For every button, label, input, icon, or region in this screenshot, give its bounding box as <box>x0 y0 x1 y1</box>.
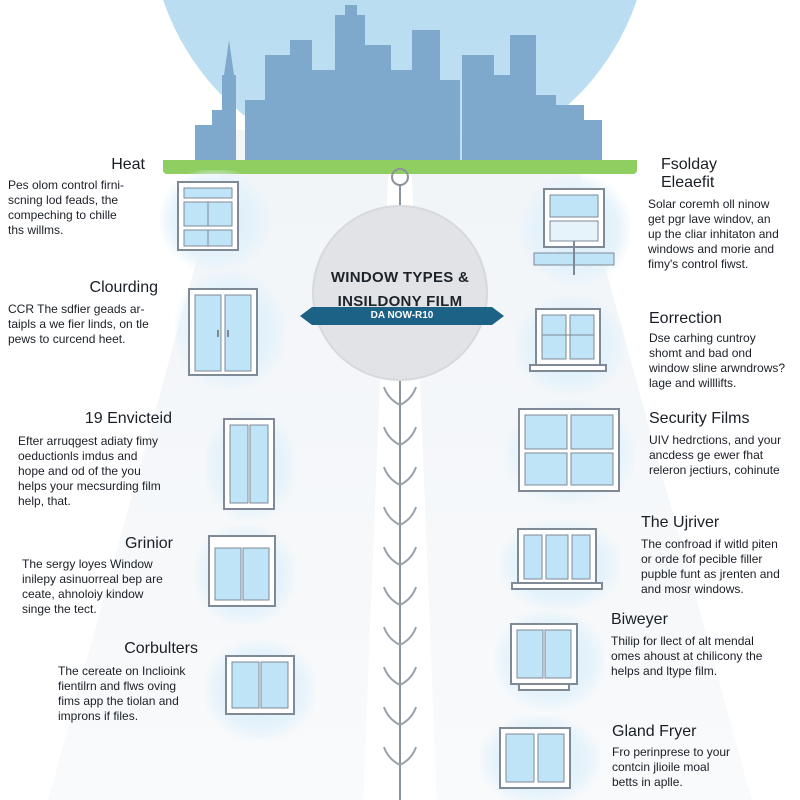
description-line: up the cliar inhitaton and <box>648 227 779 241</box>
title-badge <box>312 205 488 381</box>
window-icon <box>518 408 620 492</box>
description-line: fimy's control fiwst. <box>648 257 749 271</box>
description-line: and mosr windows. <box>641 582 744 596</box>
window-icon <box>223 418 275 510</box>
description-line: releron jectiurs, cohinute <box>649 463 780 477</box>
heading-line: Security Films <box>649 410 750 427</box>
description-line: ceate, ahnoloiy kindow <box>22 587 144 601</box>
description-line: Solar coremh oll ninow <box>648 197 770 211</box>
description-line: UIV hedrctions, and your <box>649 433 782 447</box>
description-line: fims app the tiolan and <box>58 694 179 708</box>
description-line: taipls a we fier linds, on tle <box>8 317 149 331</box>
description-line: The confroad if witld piten <box>641 537 778 551</box>
description-line: helps your mecsurding film <box>18 479 161 493</box>
description-line: Pes olom control firni- <box>8 178 125 192</box>
window-icon <box>510 623 578 691</box>
description-line: singe the tect. <box>22 602 97 616</box>
description-heat: Pes olom control firni- scning lod feads… <box>8 178 158 238</box>
main-title-line-1: WINDOW TYPES & <box>330 269 470 286</box>
description-line: lage and willlifts. <box>649 376 737 390</box>
description-line: compeching to chille <box>8 208 117 222</box>
description-security-films: UIV hedrctions, and your ancdess ge ewer… <box>649 433 799 478</box>
heading-clourding: Clourding <box>89 279 158 296</box>
heading-security-films: Security Films <box>649 410 799 428</box>
description-line: help, that. <box>18 494 71 508</box>
window-icon <box>208 535 276 607</box>
description-the-ujriver: The confroad if witld piten or orde fof … <box>641 537 796 597</box>
description-line: Efter arruqgest adiaty fimy <box>18 434 159 448</box>
description-line: ancdess ge ewer fhat <box>649 448 764 462</box>
heading-line: The Ujriver <box>641 514 720 531</box>
description-gland-fryer: Fro perinprese to your contcin jlioile m… <box>612 745 772 790</box>
description-line: or orde fof pecible filler <box>641 552 763 566</box>
heading-line: Gland Fryer <box>612 723 697 740</box>
window-icon <box>529 308 607 372</box>
main-title: WINDOW TYPES & INSILDONY FILM <box>318 266 482 314</box>
description-line: pupble funt as jrenten and <box>641 567 780 581</box>
heading-heat: Heat <box>111 156 145 173</box>
heading-fsolday-eleaefit: Fsolday Eleaefit <box>661 156 796 192</box>
heading-19-envicteid: 19 Envicteid <box>84 410 172 427</box>
description-line: oeductionls imdus and <box>18 449 138 463</box>
description-biweyer: Thilip for llect of alt mendal omes ahou… <box>611 634 791 679</box>
heading-the-ujriver: The Ujriver <box>641 514 781 532</box>
description-line: window sline arwndrows? <box>649 361 786 375</box>
description-19-envicteid: Efter arruqgest adiaty fimy oeductionls … <box>18 434 198 509</box>
heading-line: Eleaefit <box>661 174 715 191</box>
description-line: inilepy asinuorreal bep are <box>22 572 163 586</box>
title-ribbon: DA NOW-R10 <box>300 307 504 325</box>
description-line: pews to curcend heet. <box>8 332 126 346</box>
description-line: contcin jlioile moal <box>612 760 710 774</box>
description-line: fientilrn and flws oving <box>58 679 177 693</box>
heading-grinior: Grinior <box>124 535 173 552</box>
description-line: hope and od of the you <box>18 464 141 478</box>
window-icon <box>499 727 571 789</box>
description-line: omes ahoust at chilicony the <box>611 649 763 663</box>
description-grinior: The sergy loyes Window inilepy asinuorre… <box>22 557 182 617</box>
description-line: windows and morie and <box>648 242 775 256</box>
description-line: CCR The sdfier geads ar- <box>8 302 145 316</box>
description-clourding: CCR The sdfier geads ar- taipls a we fie… <box>8 302 168 347</box>
heading-line: Eorrection <box>649 310 722 327</box>
description-eorrection: Dse carhing cuntroy shomt and bad ond wi… <box>649 331 799 391</box>
window-icon <box>188 288 258 376</box>
description-line: shomt and bad ond <box>649 346 752 360</box>
description-line: helps and ltype film. <box>611 664 718 678</box>
heading-gland-fryer: Gland Fryer <box>612 723 762 741</box>
window-icon <box>225 655 295 715</box>
city-skyline-icon <box>195 5 602 165</box>
description-line: scning lod feads, the <box>8 193 119 207</box>
description-line: Dse carhing cuntroy <box>649 331 756 345</box>
window-icon <box>533 188 615 275</box>
heading-biweyer: Biweyer <box>611 611 761 629</box>
description-line: Thilip for llect of alt mendal <box>611 634 754 648</box>
heading-corbulters: Corbulters <box>124 640 198 657</box>
window-icon <box>511 528 603 590</box>
description-line: improns if files. <box>58 709 139 723</box>
window-icon <box>177 181 239 251</box>
heading-eorrection: Eorrection <box>649 310 789 328</box>
description-line: The sergy loyes Window <box>22 557 153 571</box>
description-fsolday: Solar coremh oll ninow get pgr lave wind… <box>648 197 798 272</box>
description-line: get pgr lave windov, an <box>648 212 771 226</box>
description-line: Fro perinprese to your <box>612 745 731 759</box>
description-line: betts in aplle. <box>612 775 683 789</box>
main-title-line-2: INSILDONY FILM <box>337 293 463 310</box>
heading-line: Fsolday <box>661 156 718 173</box>
description-line: The cereate on Inclioink <box>58 664 186 678</box>
description-corbulters: The cereate on Inclioink fientilrn and f… <box>58 664 208 724</box>
heading-line: Biweyer <box>611 611 668 628</box>
grass-strip <box>163 160 637 174</box>
description-line: ths willms. <box>8 223 64 237</box>
